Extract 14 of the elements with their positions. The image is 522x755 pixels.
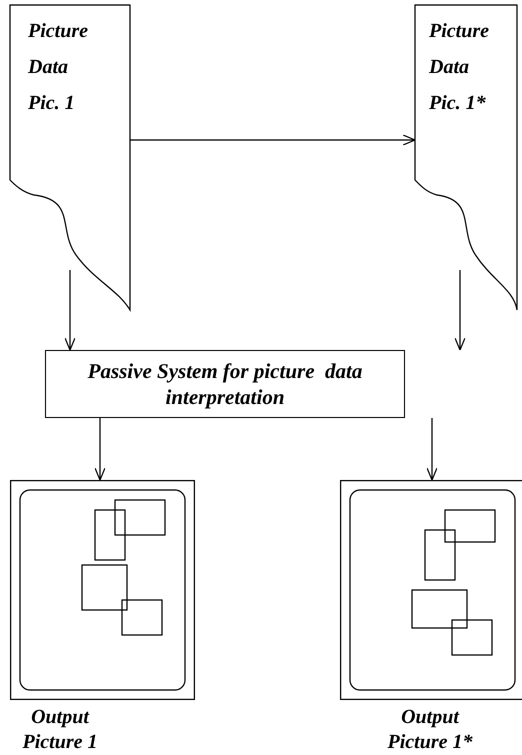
arrow	[64, 270, 76, 351]
arrow	[426, 418, 438, 481]
document-label: Picture Data Pic. 1	[28, 19, 89, 116]
arrow	[94, 418, 106, 481]
process-label: Passive System for picture data interpretation	[86, 358, 364, 410]
document-shape	[10, 5, 130, 310]
document-label: Picture Data Pic. 1*	[429, 19, 490, 116]
process-box	[45, 350, 405, 418]
output-caption: Output Picture 1	[22, 705, 98, 755]
output-caption: Output Picture 1*	[386, 705, 474, 755]
arrow	[130, 134, 416, 146]
output-screen-drawing	[10, 480, 195, 700]
output-screen-drawing	[340, 480, 522, 700]
arrow	[454, 270, 466, 351]
